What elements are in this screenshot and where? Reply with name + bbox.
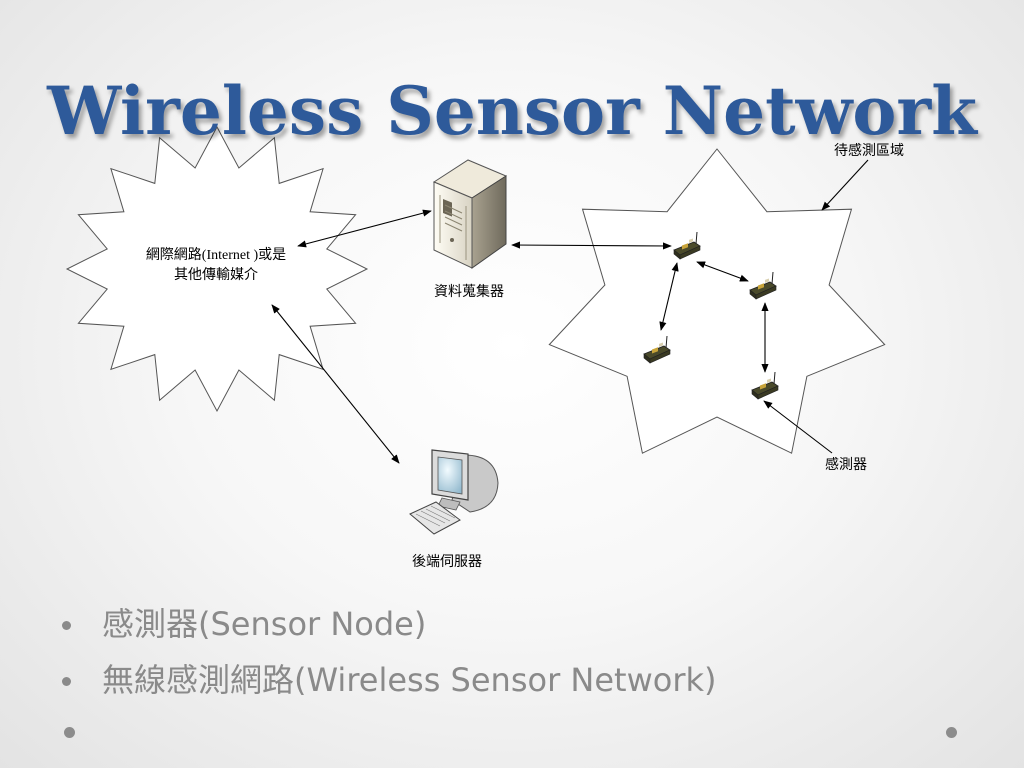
sensor-nodes	[643, 231, 779, 400]
desktop-computer-icon	[409, 449, 499, 535]
sensor-node-icon	[749, 271, 777, 300]
sensing-area-star	[548, 148, 886, 454]
backend-label: 後端伺服器	[412, 554, 482, 570]
link-collector-sensor1	[511, 241, 672, 250]
internet-label-line1: 網際網路(Internet )或是	[146, 247, 286, 263]
sensor-node-icon	[751, 371, 779, 400]
diagram-labels: 網際網路(Internet )或是 其他傳輸媒介 資料蒐集器 後端伺服器 待感測…	[146, 142, 904, 570]
bullet-dot-icon	[62, 621, 71, 630]
link-sensor1-sensor4	[659, 262, 679, 331]
corner-dot-right	[946, 727, 957, 738]
sensor-node-icon	[643, 335, 671, 364]
bullet-text: 無線感測網路(Wireless Sensor Network)	[102, 661, 717, 699]
link-sensor1-sensor2	[696, 261, 749, 282]
server-tower-icon	[432, 159, 508, 269]
bullet-dot-icon	[62, 677, 71, 686]
internet-label-line2: 其他傳輸媒介	[174, 267, 258, 283]
bullet-text: 感測器(Sensor Node)	[102, 605, 427, 643]
link-internet-backend	[271, 304, 400, 464]
collector-label: 資料蒐集器	[434, 283, 504, 300]
connection-lines	[271, 159, 869, 464]
bullet-list: 感測器(Sensor Node) 無線感測網路(Wireless Sensor …	[62, 600, 717, 712]
link-internet-collector	[297, 209, 432, 248]
pointer-sensor-label	[763, 400, 833, 454]
bullet-item: 無線感測網路(Wireless Sensor Network)	[62, 656, 717, 712]
corner-dot-left	[64, 727, 75, 738]
bullet-item: 感測器(Sensor Node)	[62, 600, 717, 656]
pointer-area-label	[821, 159, 869, 211]
sensor-label: 感測器	[825, 456, 867, 473]
area-label: 待感測區域	[834, 142, 904, 159]
sensor-node-icon	[673, 231, 701, 260]
slide-title: Wireless Sensor Network	[47, 72, 977, 150]
